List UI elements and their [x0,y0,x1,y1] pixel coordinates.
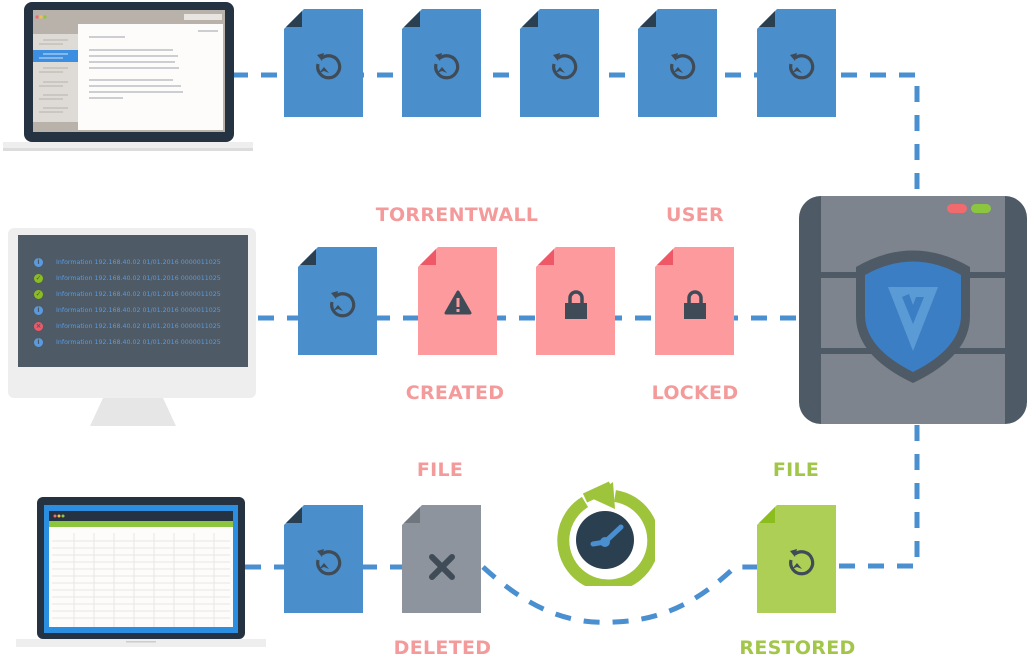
firewall-shield [799,196,1027,424]
restore-icon [316,549,342,576]
restore-icon [330,291,356,318]
file-middle-2-created [418,247,497,355]
file-top-5 [757,9,836,117]
label-restored: RESTORED [739,637,856,659]
warning-icon [444,290,472,315]
lock-icon [684,290,706,319]
label-created: CREATED [405,382,505,404]
file-bottom-3-restored [757,505,836,613]
log-entry-text: Information 192.168.40.02 01/01.2016 000… [56,290,221,298]
restore-icon [434,53,460,80]
file-top-4 [638,9,717,117]
ok-status-icon: ✓ [34,273,43,283]
log-entry: ✓ Information 192.168.40.02 01/01.2016 00… [34,270,221,286]
log-entry: i Information 192.168.40.02 01/01.2016 00… [34,302,221,318]
label-locked: LOCKED [651,382,739,404]
connector-top [232,72,920,195]
log-entry-text: Information 192.168.40.02 01/01.2016 000… [56,258,221,266]
file-top-2 [402,9,481,117]
lock-icon [565,290,587,319]
label-user: USER [666,204,724,226]
status-indicator-green [971,204,991,213]
restore-icon [316,53,342,80]
shield-logo-icon [888,287,938,351]
restore-icon [789,53,815,80]
status-indicator-red [947,204,967,213]
file-middle-3-locked [536,247,615,355]
restore-icon [552,53,578,80]
label-file-restored: FILE [772,459,820,481]
restore-icon [670,53,696,80]
x-icon [429,554,455,580]
laptop-document-editor [3,2,253,152]
info-status-icon: i [34,337,43,347]
label-deleted: DELETED [393,637,492,659]
log-entry-text: Information 192.168.40.02 01/01.2016 000… [56,322,221,330]
file-top-1 [284,9,363,117]
log-entry: i Information 192.168.40.02 01/01.2016 00… [34,334,221,350]
connector-firewall-down [835,425,920,569]
file-middle-4-locked [655,247,734,355]
file-middle-1 [298,247,377,355]
file-top-3 [520,9,599,117]
log-entry-text: Information 192.168.40.02 01/01.2016 000… [56,274,221,282]
log-entry-text: Information 192.168.40.02 01/01.2016 000… [56,306,221,314]
restore-icon [789,549,815,576]
error-status-icon: × [34,321,43,331]
log-entry: i Information 192.168.40.02 01/01.2016 00… [34,254,221,270]
connector-bottom-curve [481,564,760,625]
ok-status-icon: ✓ [34,289,43,299]
restore-clock-icon [555,474,660,592]
info-status-icon: i [34,305,43,315]
laptop-spreadsheet [16,497,266,647]
log-entry-text: Information 192.168.40.02 01/01.2016 000… [56,338,221,346]
log-entry: ✓ Information 192.168.40.02 01/01.2016 00… [34,286,221,302]
info-status-icon: i [34,257,43,267]
label-file-deleted: FILE [416,459,464,481]
file-bottom-2-deleted [402,505,481,613]
file-bottom-1 [284,505,363,613]
log-entry: × Information 192.168.40.02 01/01.2016 00… [34,318,221,334]
label-torrentwall: TORRENTWALL [375,204,539,226]
